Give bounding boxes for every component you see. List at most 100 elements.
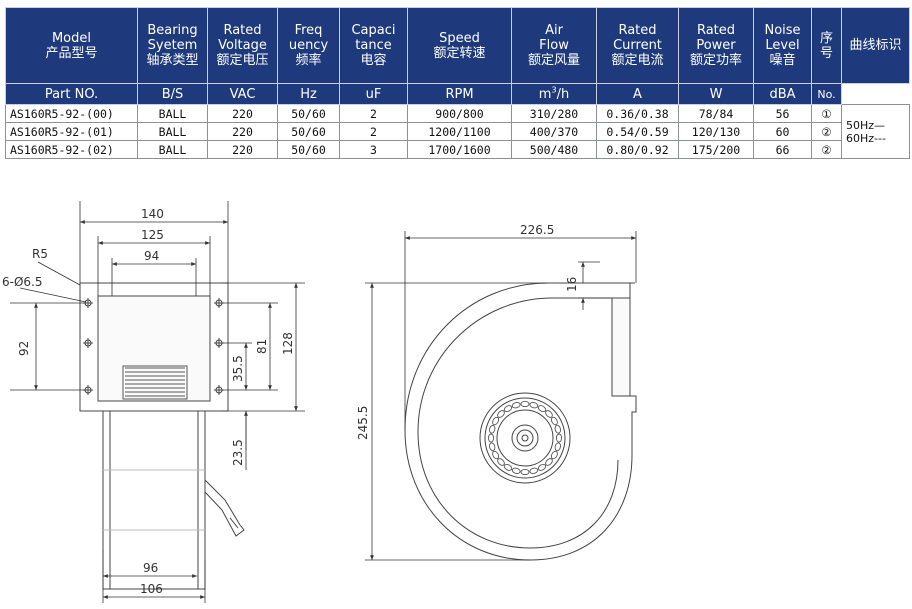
header-curve: 曲线标识: [841, 7, 910, 84]
unit-cell: A: [596, 83, 679, 105]
dim-245: 245.5: [356, 406, 370, 440]
cell-current: 0.54/0.59: [596, 122, 679, 141]
impeller-blade: [554, 424, 561, 434]
table-row: AS160R5-92-(02) BALL 220 50/60 3 1700/16…: [5, 140, 910, 159]
dim-226: 226.5: [520, 223, 554, 237]
impeller-blade: [492, 450, 500, 460]
cell-power: 120/130: [678, 122, 754, 141]
cell-bearing: BALL: [137, 104, 208, 123]
dim-35: 35.5: [231, 355, 245, 382]
cell-power: 175/200: [678, 140, 754, 159]
table-row: AS160R5-92-(00) BALL 220 50/60 2 900/800…: [5, 104, 910, 159]
impeller-blade: [497, 410, 505, 418]
cell-airflow: 310/280: [511, 104, 597, 123]
cell-cap: 2: [339, 104, 408, 123]
curve-legend: 50Hz—60Hz---: [841, 104, 910, 159]
technical-drawing: 140 125 94 R5 6-Ø6.5 92 128 81 35.5 23.5…: [2, 201, 637, 603]
scroll-housing: [404, 282, 637, 561]
flange-inner: [97, 295, 211, 402]
cell-speed: 1700/1600: [407, 140, 512, 159]
cell-cap: 3: [339, 140, 408, 159]
cell-no: ①: [811, 104, 842, 123]
dim-96: 96: [143, 561, 158, 575]
header-serial: 序号: [811, 7, 842, 84]
side-view: [404, 282, 637, 561]
cell-speed: 1200/1100: [407, 122, 512, 141]
cell-part: AS160R5-92-(01): [5, 122, 138, 141]
dim-holes: 6-Ø6.5: [2, 275, 43, 289]
impeller-blade: [487, 433, 495, 443]
dim-r5: R5: [32, 247, 48, 261]
impeller-blade: [555, 433, 563, 443]
cell-noise: 60: [753, 122, 812, 141]
dim-16: 16: [565, 277, 579, 292]
impeller-blade: [520, 468, 530, 476]
impeller-blade: [529, 402, 539, 409]
cell-current: 0.80/0.92: [596, 140, 679, 159]
unit-cell: VAC: [207, 83, 278, 105]
dim-81: 81: [255, 339, 269, 354]
impeller-blade: [497, 458, 505, 466]
cell-part: AS160R5-92-(02): [5, 140, 138, 159]
cell-bearing: BALL: [137, 122, 208, 141]
units-row: Part NO. B/S VAC Hz uF RPM m3/h A W dBA …: [5, 83, 910, 105]
dim-92: 92: [17, 341, 31, 356]
impeller-slots: [122, 365, 188, 400]
cell-noise: 56: [753, 104, 812, 123]
cell-noise: 66: [753, 140, 812, 159]
cell-freq: 50/60: [277, 122, 340, 141]
dim-106: 106: [140, 582, 163, 596]
cell-voltage: 220: [207, 104, 278, 123]
cell-power: 78/84: [678, 104, 754, 123]
cell-freq: 50/60: [277, 140, 340, 159]
impeller-blade: [511, 402, 521, 409]
impeller-blade: [537, 405, 547, 413]
impeller-blade: [537, 463, 547, 471]
unit-cell: Hz: [277, 83, 340, 105]
dim-23: 23.5: [231, 439, 245, 466]
cell-airflow: 500/480: [511, 140, 597, 159]
unit-cell-airflow: m3/h: [511, 83, 597, 105]
unit-cell: Part NO.: [5, 83, 138, 105]
impeller-blade: [545, 410, 553, 418]
unit-cell: uF: [339, 83, 408, 105]
impeller-blade: [503, 405, 513, 413]
impeller-blade: [545, 458, 553, 466]
outlet-flange: [611, 297, 631, 397]
dim-140: 140: [141, 207, 164, 221]
front-view: [79, 282, 245, 590]
dim-125: 125: [141, 228, 164, 242]
unit-cell: No.: [811, 83, 842, 105]
impeller-blades: [487, 400, 563, 476]
side-dim-labels: 226.5 245.5 16: [356, 223, 579, 440]
impeller-blade: [492, 416, 500, 426]
impeller-blade: [554, 442, 561, 452]
cable: [204, 478, 245, 537]
side-dimensions: [365, 231, 637, 561]
impeller-blade: [520, 400, 530, 408]
scroll-inner: [417, 297, 619, 549]
cell-current: 0.36/0.38: [596, 104, 679, 123]
impeller-blade: [550, 416, 558, 426]
cell-bearing: BALL: [137, 140, 208, 159]
cell-no: ②: [811, 122, 842, 141]
cell-part: AS160R5-92-(00): [5, 104, 138, 123]
impeller-outer: [479, 392, 571, 484]
impeller-blade: [550, 450, 558, 460]
front-dimensions: [10, 201, 305, 603]
impeller-blade: [489, 424, 496, 434]
impeller-blade: [503, 463, 513, 471]
front-dim-labels: 140 125 94 R5 6-Ø6.5 92 128 81 35.5 23.5…: [2, 207, 295, 596]
